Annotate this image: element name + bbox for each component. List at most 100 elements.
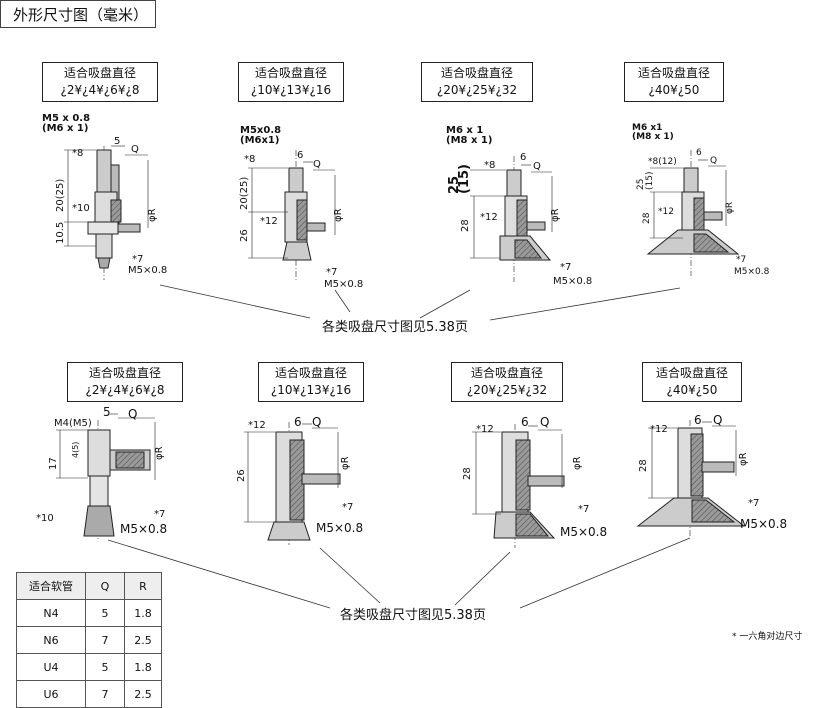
table-header: 适合软管	[16, 572, 86, 600]
mark-b: *12	[476, 424, 494, 435]
mark-b: *10	[36, 513, 54, 524]
label-heading: 适合吸盘直径	[637, 66, 710, 80]
port-spec: M5×0.8	[734, 267, 770, 277]
dim-width: 6	[694, 413, 702, 427]
label-box-bottom-1: 适合吸盘直径 ¿2¥¿4¥¿6¥¿8	[67, 362, 183, 402]
label-box-top-1: 适合吸盘直径 ¿2¥¿4¥¿6¥¿8	[42, 62, 158, 102]
table-cell: 7	[85, 626, 125, 654]
table-row: N6 7 2.5	[16, 626, 162, 654]
dim-r: φR	[738, 452, 749, 466]
port-spec: M5×0.8	[120, 522, 167, 536]
dim-height-2: 28	[642, 212, 652, 224]
dim-width: 6	[696, 148, 702, 158]
mark-a: *8	[484, 160, 495, 171]
table-header: R	[124, 572, 162, 600]
label-box-top-4: 适合吸盘直径 ¿40¥¿50	[624, 62, 724, 102]
fitting-drawing-top-3	[470, 156, 553, 282]
table-cell: U6	[16, 680, 86, 708]
label-sizes: ¿2¥¿4¥¿6¥¿8	[85, 383, 165, 397]
thread-spec-alt: (M6x1)	[240, 135, 279, 146]
label-heading: 适合吸盘直径	[655, 366, 728, 380]
thread-spec: M5x0.8	[240, 125, 281, 136]
mark-a: *8(12)	[648, 157, 677, 167]
dim-r: φR	[147, 208, 158, 222]
label-heading: 适合吸盘直径	[470, 366, 543, 380]
dim-q: Q	[533, 161, 541, 172]
dim-width: 6	[297, 150, 303, 161]
thread-spec: M6 x 1	[446, 125, 483, 136]
label-sizes: ¿20¥¿25¥¿32	[466, 383, 548, 397]
dim-r: φR	[340, 456, 351, 470]
mark-c: *7	[154, 509, 165, 520]
mark-b: *10	[72, 203, 90, 214]
dim-height-2: 28	[460, 219, 471, 232]
fitting-drawing-top-2	[248, 150, 336, 282]
dim-r: φR	[154, 446, 165, 460]
port-spec: M5×0.8	[316, 521, 363, 535]
mark-b: *12	[658, 207, 674, 217]
table-cell: 1.8	[124, 653, 162, 681]
mark-c: *7	[736, 255, 746, 265]
port-spec: M5×0.8	[324, 279, 363, 290]
hose-table: 适合软管 Q R N4 5 1.8 N6 7 2.5 U4 5 1.8 U6 7…	[16, 572, 162, 708]
dim-height-2: 10.5	[55, 222, 66, 244]
dim-height-alt: (15)	[457, 164, 472, 194]
mark-c: *7	[132, 254, 143, 265]
dim-height: 28	[462, 467, 473, 480]
label-heading: 适合吸盘直径	[440, 66, 513, 80]
table-cell: 5	[85, 599, 125, 627]
dim-q: Q	[128, 407, 137, 421]
table-cell: U4	[16, 653, 86, 681]
label-box-bottom-3: 适合吸盘直径 ¿20¥¿25¥¿32	[451, 362, 563, 402]
dim-q: Q	[713, 413, 722, 427]
table-cell: 2.5	[124, 626, 162, 654]
table-cell: N4	[16, 599, 86, 627]
table-header: Q	[85, 572, 125, 600]
mark-c: *7	[748, 498, 759, 509]
thread-spec-alt: (M8 x 1)	[632, 132, 674, 142]
fitting-drawing-top-4	[646, 150, 740, 276]
thread-spec-alt: (M6 x 1)	[42, 123, 88, 134]
fitting-drawing-bottom-3	[472, 424, 565, 548]
thread-spec-alt: (M8 x 1)	[446, 135, 492, 146]
dim-height: 25	[636, 179, 646, 190]
table-cell: 1.8	[124, 599, 162, 627]
dim-r: φR	[550, 208, 561, 222]
dim-r: φR	[333, 208, 344, 222]
dim-height-2: 4(5)	[71, 442, 80, 458]
port-spec: M5×0.8	[740, 517, 787, 531]
label-sizes: ¿20¥¿25¥¿32	[436, 83, 518, 97]
dim-height: 20(25)	[55, 179, 66, 212]
dim-width: 6	[520, 152, 526, 163]
label-box-top-2: 适合吸盘直径 ¿10¥¿13¥¿16	[238, 62, 344, 102]
dim-height: 17	[48, 457, 59, 470]
table-cell: N6	[16, 626, 86, 654]
table-cell: 7	[85, 680, 125, 708]
table-cell: 2.5	[124, 680, 162, 708]
label-sizes: ¿10¥¿13¥¿16	[270, 383, 352, 397]
dim-q: Q	[710, 156, 717, 166]
thread-spec: M4(M5)	[54, 418, 92, 429]
mark-c: *7	[342, 502, 353, 513]
fitting-drawing-bottom-4	[636, 420, 746, 538]
mark-c: *7	[326, 267, 337, 278]
dim-q: Q	[540, 415, 549, 429]
dim-width: 5	[103, 405, 111, 419]
table-row: N4 5 1.8	[16, 599, 162, 627]
dim-height: 28	[638, 459, 649, 472]
dim-r: φR	[572, 456, 583, 470]
reference-note-top: 各类吸盘尺寸图见5.38页	[322, 320, 468, 335]
mark-c: *7	[560, 262, 571, 273]
mark-b: *12	[650, 424, 668, 435]
dim-height-2: 26	[239, 229, 250, 242]
mark-b: *12	[248, 420, 266, 431]
label-heading: 适合吸盘直径	[88, 366, 161, 380]
mark-c: *7	[578, 504, 589, 515]
dim-r: φR	[725, 202, 735, 214]
dim-width: 6	[521, 415, 529, 429]
label-sizes: ¿2¥¿4¥¿6¥¿8	[60, 83, 140, 97]
label-heading: 适合吸盘直径	[63, 66, 136, 80]
dim-height: 26	[236, 469, 247, 482]
table-header-row: 适合软管 Q R	[16, 572, 162, 600]
